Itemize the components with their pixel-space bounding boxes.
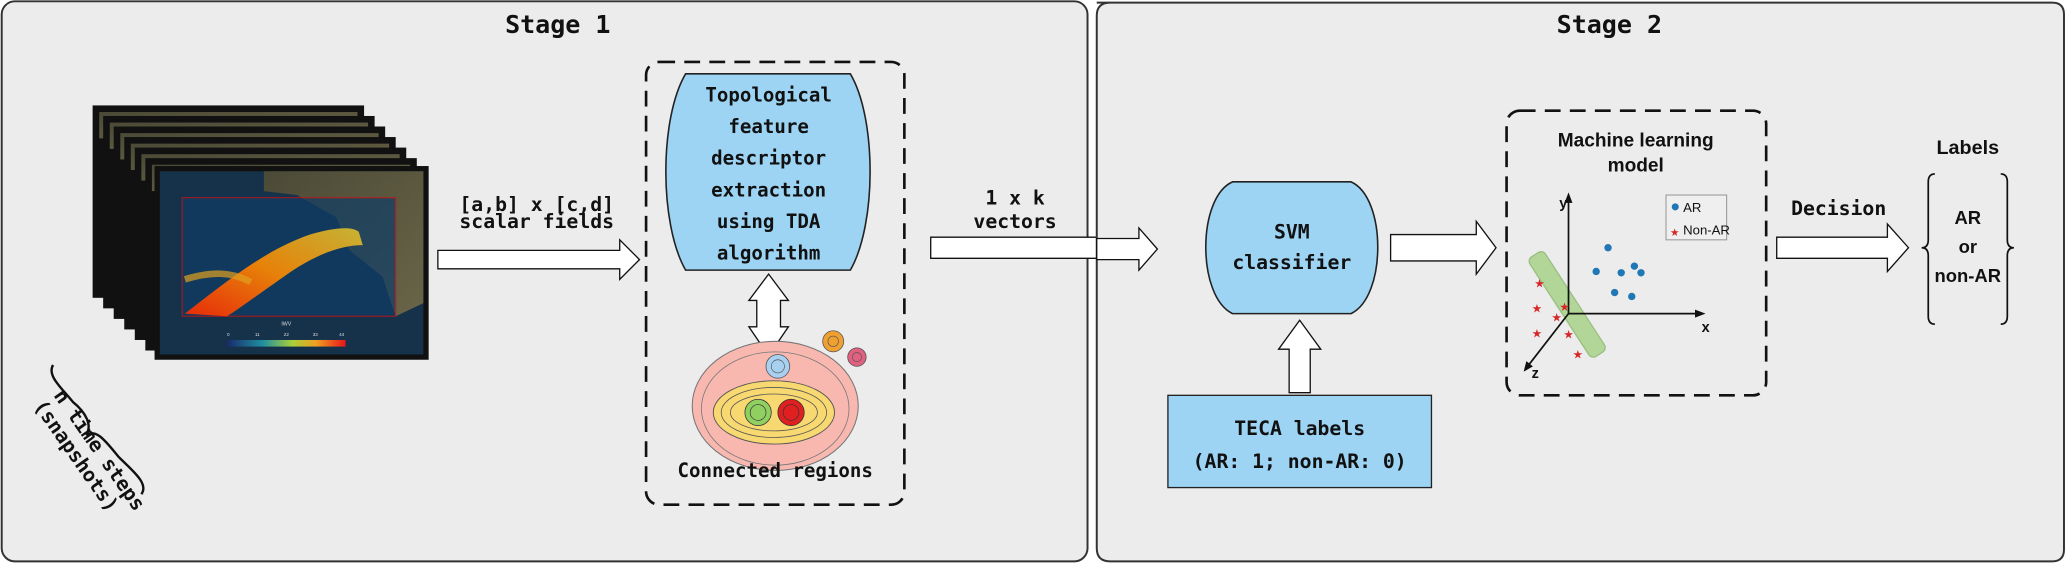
vectors-label: 1 x k (985, 186, 1045, 209)
ml-model-title: Machine learning (1558, 130, 1714, 151)
input-label: [a,b] x [c,d] (459, 193, 614, 216)
legend-label: AR (1683, 200, 1701, 215)
teca-labels-box (1167, 394, 1433, 489)
connected-regions-illustration (691, 330, 867, 471)
stage2-title: Stage 2 (1557, 10, 1662, 39)
axis-y-label: y (1559, 196, 1567, 212)
colorbar-tick: 44 (339, 332, 345, 337)
brace-icon (50, 364, 145, 495)
ml-model-dashed-group (1505, 109, 1768, 397)
label-option: or (1959, 236, 1977, 257)
vectors-label: vectors (973, 210, 1056, 233)
tda-dashed-group (644, 60, 906, 507)
input-label: scalar fields (459, 210, 614, 233)
arrow-right-icon (1096, 226, 1159, 272)
tda-box-text: Topological (705, 83, 831, 106)
arrow-right-icon (437, 238, 641, 281)
scatter-legend: AR ★ Non-AR (1665, 194, 1730, 241)
tda-box-text: extraction (711, 178, 826, 201)
stage1-panel: Stage 1 IWV 0 11 22 33 44 (0, 0, 1089, 563)
decision-label: Decision (1791, 197, 1886, 220)
colorbar (227, 339, 346, 347)
colorbar-tick: 33 (313, 332, 319, 337)
tda-box-text: algorithm (717, 242, 820, 265)
svg-text:★: ★ (1572, 347, 1583, 361)
ar-marker-icon (1671, 203, 1679, 211)
tda-box-text: descriptor (711, 147, 826, 170)
colorbar-tick: 22 (284, 332, 290, 337)
svg-text:★: ★ (1532, 301, 1543, 315)
ml-model-title: model (1608, 155, 1664, 176)
label-option: non-AR (1935, 265, 2002, 286)
svg-text:★: ★ (1563, 328, 1574, 342)
svg-text:★: ★ (1534, 276, 1545, 290)
colorbar-title: IWV (281, 321, 291, 327)
tda-box-text: using TDA (717, 210, 821, 233)
teca-label: (AR: 1; non-AR: 0) (1193, 450, 1407, 473)
arrow-right-icon (1389, 219, 1497, 277)
svm-label: classifier (1232, 251, 1351, 274)
axis-x-label: x (1702, 320, 1710, 336)
teca-label: TECA labels (1234, 417, 1365, 440)
label-option: AR (1954, 207, 1981, 228)
legend-label: Non-AR (1683, 223, 1730, 238)
axis-z-label: z (1532, 366, 1539, 382)
arrow-up-icon (1277, 319, 1323, 394)
colorbar-tick: 0 (227, 332, 230, 337)
svm-label: SVM (1274, 221, 1310, 244)
svg-text:★: ★ (1559, 300, 1570, 314)
non-ar-marker-icon: ★ (1670, 227, 1679, 239)
tda-box (665, 73, 871, 271)
tda-box-text: feature (728, 115, 808, 138)
arrow-right-icon (1776, 222, 1910, 274)
left-brace-icon (1921, 173, 1935, 326)
svg-text:★: ★ (1532, 326, 1543, 340)
stage1-title: Stage 1 (505, 10, 610, 39)
stage2-panel: Stage 2 SVM classifier TECA labels (AR: … (1095, 1, 2065, 563)
svg-text:★: ★ (1551, 311, 1562, 325)
connected-regions-label: Connected regions (678, 459, 873, 482)
svm-scatter-illustration: y x z ★★★★ ★★★ (1523, 192, 1710, 382)
snapshot-stack: IWV 0 11 22 33 44 (92, 105, 429, 360)
satellite-snapshot: IWV 0 11 22 33 44 (154, 166, 429, 360)
labels-title: Labels (1937, 137, 2000, 159)
svm-classifier-box (1205, 181, 1379, 315)
colorbar-tick: 11 (255, 332, 260, 337)
right-brace-icon (2000, 173, 2014, 326)
